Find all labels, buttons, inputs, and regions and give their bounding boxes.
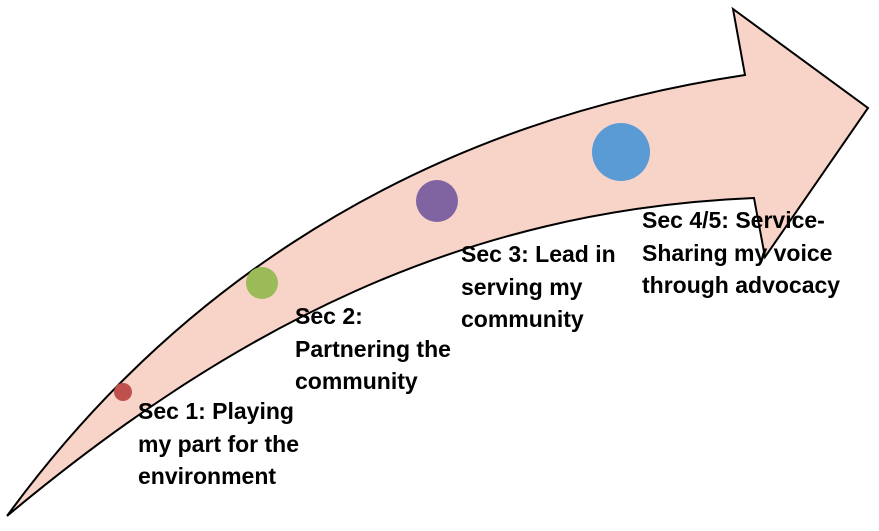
stage-label-sec-4-5: Sec 4/5: Service- Sharing my voice throu… [642,204,840,302]
stage-label-line: serving my [461,273,583,300]
stage-label-line: Partnering the [295,335,451,362]
stage-label-line: community [461,306,584,332]
stage-label-sec-2: Sec 2: Partnering the community [295,300,451,398]
stage-dot-sec-2 [246,267,278,299]
stage-label-line: Sec 2: [295,303,363,329]
curved-arrow [6,6,870,517]
stage-label-line: community [295,368,418,394]
stage-label-line: through advocacy [642,272,841,298]
stage-label-line: Sharing my voice [642,239,833,266]
stage-label-sec-3: Sec 3: Lead in serving my community [461,238,616,336]
stage-dot-sec-4-5 [592,123,650,181]
stage-label-sec-1: Sec 1: Playing my part for the environme… [138,395,299,493]
stage-dot-sec-1 [114,383,132,401]
stage-label-line: Sec 3: Lead in [461,241,616,267]
stage-dot-sec-3 [416,180,458,222]
stage-label-line: Sec 1: Playing [138,398,294,424]
stage-label-line: environment [138,463,277,489]
stage-label-line: my part for the [138,430,300,457]
stage-label-line: Sec 4/5: Service- [642,207,825,233]
